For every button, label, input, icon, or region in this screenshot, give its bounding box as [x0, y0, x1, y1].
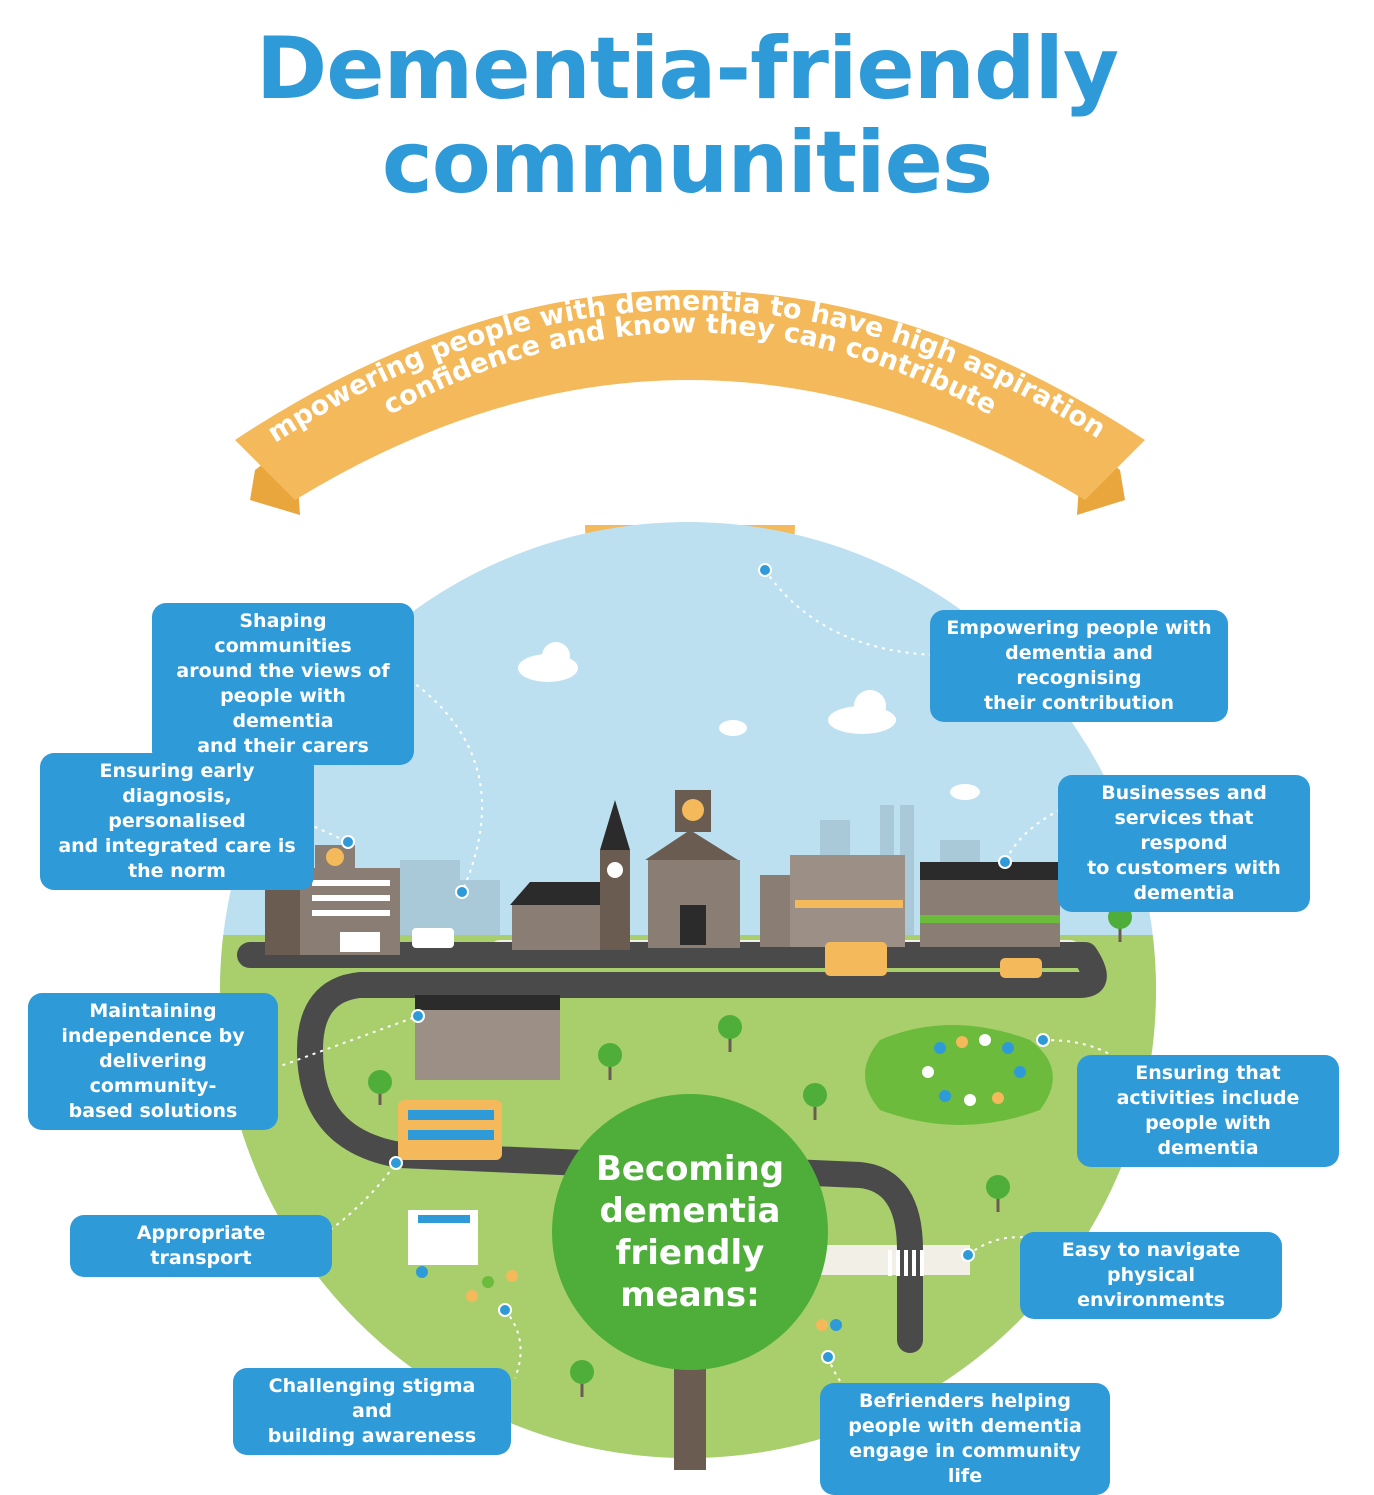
center-heading: Becoming dementia friendly means: — [595, 1149, 785, 1315]
ambulance-icon — [412, 928, 454, 948]
label-early-diagnosis: Ensuring early diagnosis, personalised a… — [40, 753, 314, 890]
cloud-icon — [518, 642, 980, 800]
label-maintaining-independence: Maintaining independence by delivering c… — [28, 993, 278, 1130]
center-circle — [552, 1094, 828, 1370]
zebra-crossing — [888, 1250, 924, 1276]
church-building — [510, 800, 630, 950]
terraced-houses — [415, 995, 560, 1080]
label-empowering-people: Empowering people with dementia and reco… — [930, 610, 1228, 722]
taxi-icon — [1000, 958, 1042, 978]
road — [237, 942, 1107, 1353]
tree-icon — [368, 905, 1132, 1397]
label-befrienders: Befrienders helping people with dementia… — [820, 1383, 1110, 1495]
label-businesses-services: Businesses and services that respond to … — [1058, 775, 1310, 912]
shops-building — [760, 855, 1060, 947]
bus-icon — [825, 942, 887, 976]
label-shaping-communities: Shaping communities around the views of … — [152, 603, 414, 765]
ribbon-banner: Empowering people with dementia to have … — [0, 0, 1145, 515]
label-activities: Ensuring that activities include people … — [1077, 1055, 1339, 1167]
page-title: Dementia-friendly communities — [255, 19, 1119, 213]
label-challenging-stigma: Challenging stigma and building awarenes… — [233, 1368, 511, 1455]
hospital-building — [265, 845, 400, 955]
connector-dots — [341, 563, 1050, 1364]
people-group — [416, 1034, 1026, 1331]
label-easy-navigate: Easy to navigate physical environments — [1020, 1232, 1282, 1319]
town-hall-building — [645, 790, 740, 948]
label-appropriate-transport: Appropriate transport — [70, 1215, 332, 1277]
